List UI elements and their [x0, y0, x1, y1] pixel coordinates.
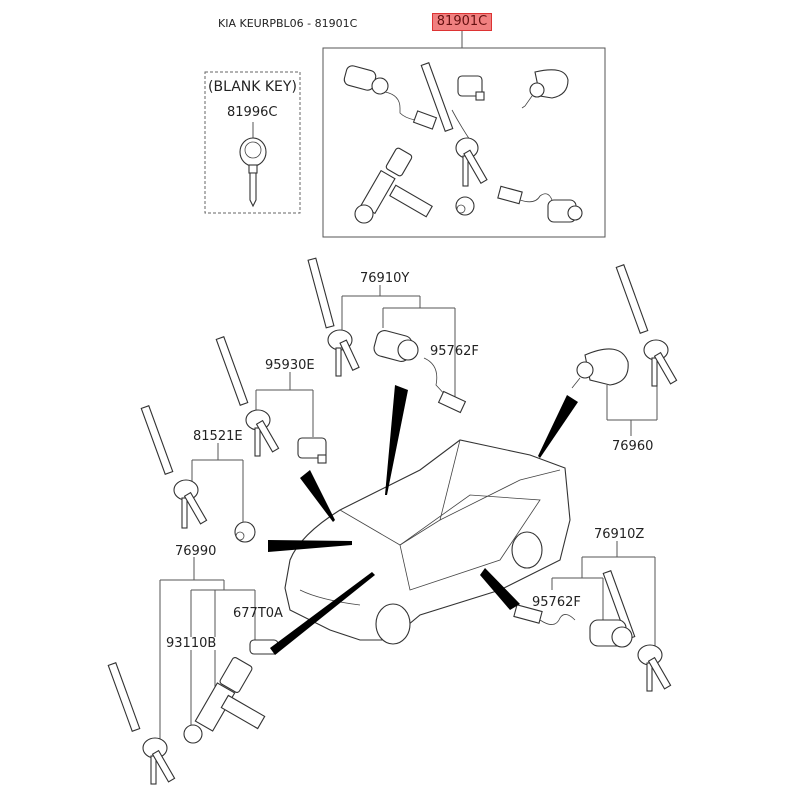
key-76910Z-icon: [602, 570, 672, 692]
kit-tailgate-lock-icon: [521, 69, 569, 109]
part-label-677T0A[interactable]: 677T0A: [233, 606, 283, 621]
kit-door-lock-icon: [497, 185, 583, 223]
blank-key-caption: (BLANK KEY): [208, 79, 297, 95]
kit-key-fob-icon: [420, 62, 488, 187]
switch-95930E-icon[interactable]: [297, 437, 327, 464]
leader-76910Z: [551, 541, 656, 648]
key-81521E-icon: [140, 405, 208, 529]
blank-key-icon[interactable]: [239, 137, 267, 208]
key-76990-icon: [107, 662, 176, 785]
highlighted-part-81901C[interactable]: 81901C: [432, 13, 492, 31]
part-label-81996C[interactable]: 81996C: [227, 105, 278, 120]
pointer-wedge-2: [300, 470, 335, 522]
pointer-wedge-5: [480, 568, 520, 610]
key-76960-icon: [615, 264, 678, 387]
part-label-76910Y[interactable]: 76910Y: [360, 271, 410, 286]
leader-81521E: [191, 443, 244, 525]
kit-lock-cylinder-icon: [343, 65, 438, 130]
part-label-95762F-bottom[interactable]: 95762F: [532, 595, 581, 610]
kit-contents-box: [322, 47, 606, 238]
part-label-76960[interactable]: 76960: [612, 439, 654, 454]
diagram-title: KIA KEURPBL06 - 81901C: [218, 17, 358, 30]
kit-switch-icon: [457, 75, 485, 101]
part-label-93110B[interactable]: 93110B: [166, 636, 217, 651]
ignition-lock-93110B-icon[interactable]: [183, 639, 279, 744]
key-95930E-icon: [215, 336, 280, 457]
blank-key-box: [204, 71, 301, 214]
leader-76910Y: [341, 285, 456, 400]
part-label-81521E[interactable]: 81521E: [193, 429, 243, 444]
pointer-wedge-3: [268, 540, 352, 552]
pointer-wedge-4: [538, 395, 578, 458]
kit-small-cylinder-icon: [455, 196, 475, 216]
leader-76960: [606, 360, 658, 436]
pointer-wedge-1: [385, 385, 408, 495]
cylinder-81521E-icon[interactable]: [234, 521, 256, 543]
part-label-76990[interactable]: 76990: [175, 544, 217, 559]
tailgate-lock-76960-icon[interactable]: [571, 348, 629, 389]
pointer-wedge-6: [270, 572, 375, 655]
door-lock-76910Z-icon[interactable]: [513, 604, 633, 648]
kit-ignition-lock-icon: [354, 147, 433, 224]
door-lock-76910Y-icon[interactable]: [372, 329, 467, 414]
part-label-76910Z[interactable]: 76910Z: [594, 527, 645, 542]
leader-95930E: [255, 372, 314, 437]
part-label-95762F-top[interactable]: 95762F: [430, 344, 479, 359]
key-76910Y-icon: [307, 257, 360, 377]
part-label-95930E[interactable]: 95930E: [265, 358, 315, 373]
